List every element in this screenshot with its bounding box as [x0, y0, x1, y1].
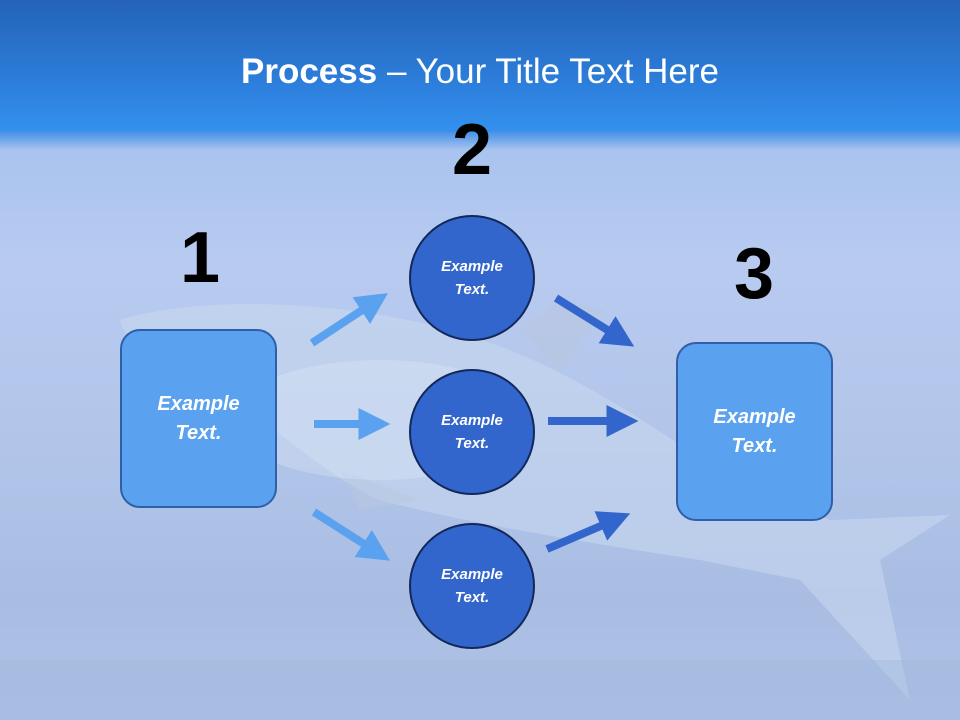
- title-band: [0, 0, 960, 130]
- arrow-1-to-bottom: [311, 508, 391, 561]
- title-rest: – Your Title Text Here: [377, 52, 719, 91]
- step-number-1: 1: [179, 218, 221, 298]
- step-1-box: Example Text.: [120, 329, 277, 508]
- step-2-circle-top: Example Text.: [409, 215, 535, 341]
- arrow-1-to-top: [309, 293, 389, 347]
- step-3-box: Example Text.: [676, 342, 833, 521]
- arrow-bottom-to-3: [545, 511, 631, 553]
- step-2-circle-bottom: Example Text.: [409, 523, 535, 649]
- step-2-circle-middle: Example Text.: [409, 369, 535, 495]
- title-bold: Process: [241, 52, 378, 91]
- slide-title: Process – Your Title Text Here: [0, 52, 960, 92]
- step-number-2: 2: [451, 110, 493, 190]
- arrow-top-to-3: [553, 294, 635, 347]
- step-number-3: 3: [733, 234, 775, 314]
